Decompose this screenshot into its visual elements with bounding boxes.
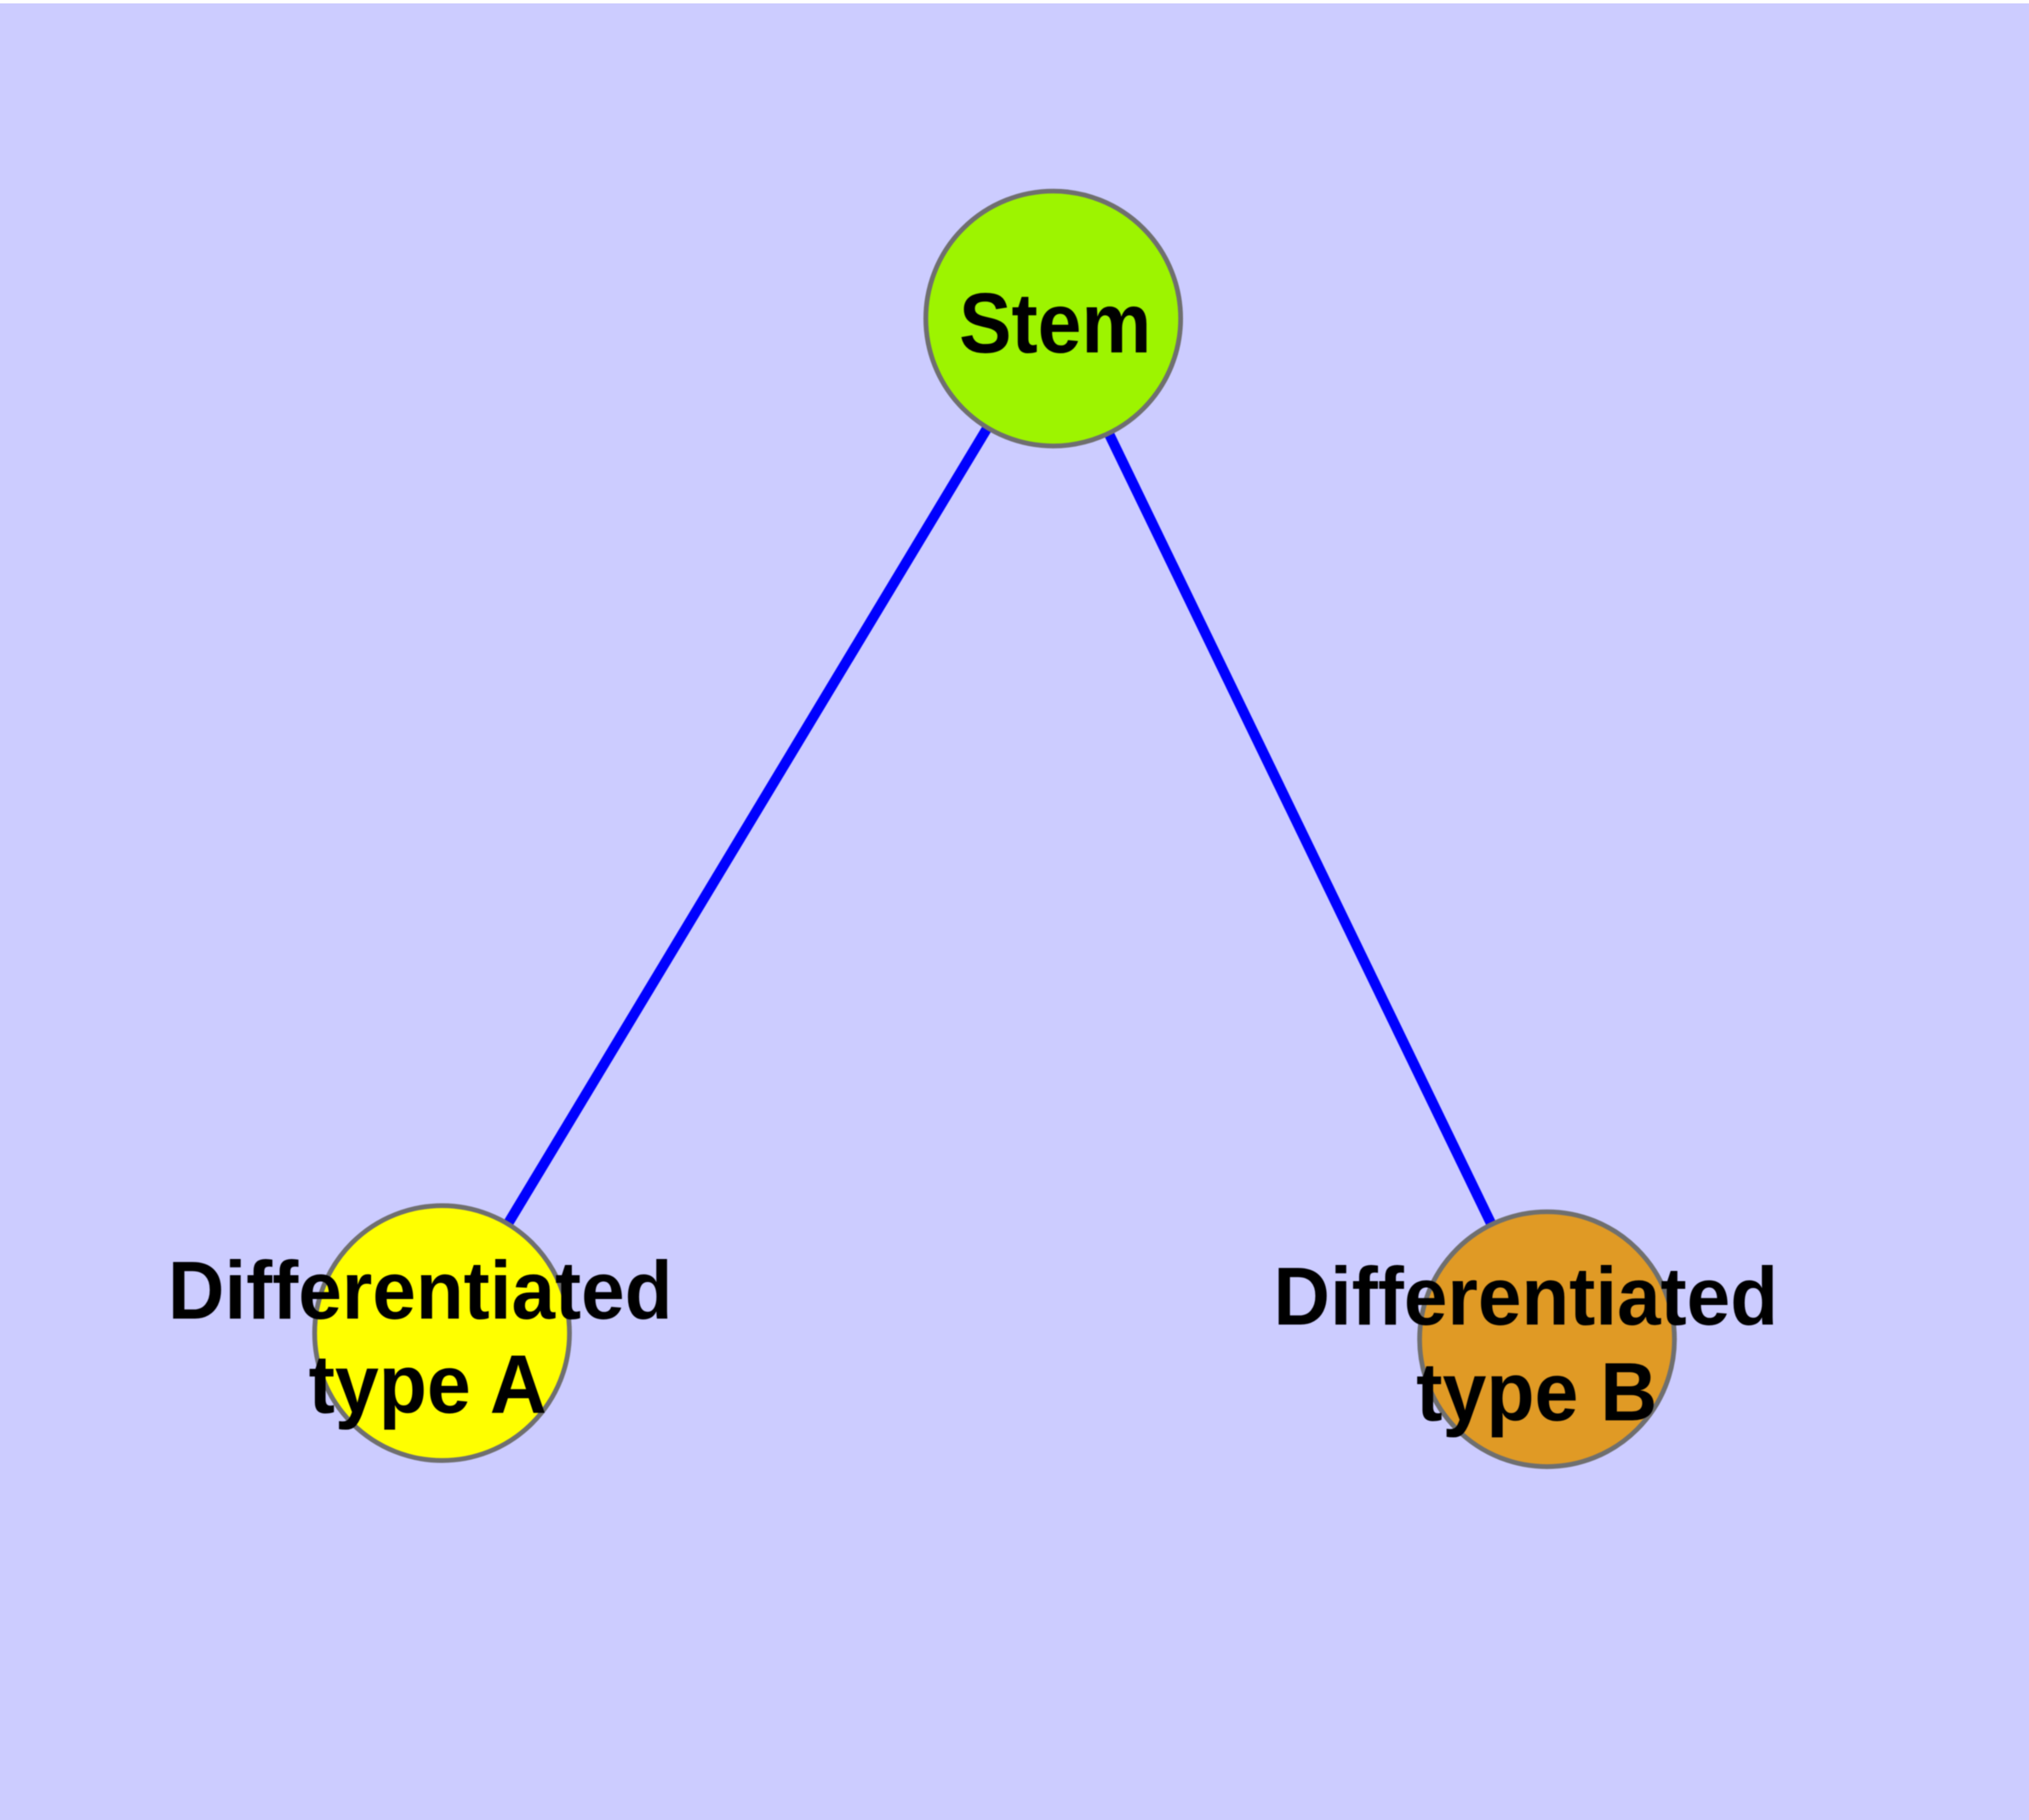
svg-text:type A: type A [309,1338,547,1431]
svg-text:Differentiated: Differentiated [1273,1251,1778,1342]
svg-text:type B: type B [1416,1347,1657,1439]
svg-text:Stem: Stem [959,276,1152,371]
svg-text:Differentiated: Differentiated [168,1245,672,1336]
